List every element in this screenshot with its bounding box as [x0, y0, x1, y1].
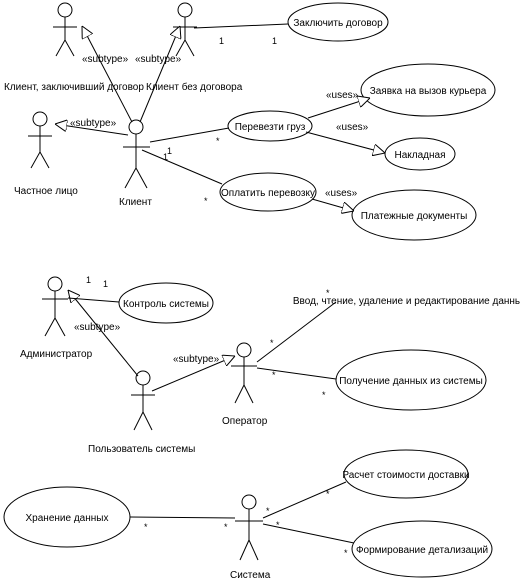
mult-detailing-star: *	[344, 548, 348, 558]
actor-operator-label: Оператор	[222, 416, 268, 427]
stereotype-subtype-4: «subtype»	[74, 322, 121, 333]
actor-client-with-contract	[53, 2, 77, 57]
svg-text:Платежные документы: Платежные документы	[361, 211, 468, 222]
actor-client-label: Клиент	[119, 197, 152, 208]
actor-client	[123, 119, 150, 189]
assoc-client-pay	[141, 149, 223, 185]
generalization-system-user-to-administrator	[68, 290, 139, 377]
assoc-client-without-contract-sign	[193, 23, 289, 29]
actor-private-person	[28, 111, 52, 169]
generalization-client-to-private-person	[55, 124, 129, 136]
mult-get-star-op: *	[272, 370, 276, 380]
actor-administrator-label: Администратор	[20, 349, 93, 360]
assoc-administrator-control	[67, 297, 120, 303]
generalization-operator-to-system-user	[151, 356, 235, 392]
stereotype-subtype-2: «subtype»	[135, 54, 182, 65]
svg-text:Хранение данных: Хранение данных	[26, 513, 109, 524]
stereotype-uses-3: «uses»	[325, 188, 358, 199]
assoc-system-storage	[129, 516, 236, 519]
mult-transport-star: *	[216, 136, 220, 146]
mult-crud-star-op: *	[270, 338, 274, 348]
actor-system-user-label: Пользователь системы	[88, 444, 195, 455]
use-case-payment-docs: Платежные документы	[351, 189, 477, 241]
mult-sys-star-1: *	[266, 506, 270, 516]
mult-client-a: 1	[163, 152, 168, 162]
stereotype-subtype-5: «subtype»	[173, 354, 220, 365]
assoc-system-detailing	[262, 523, 355, 544]
stereotype-uses-1: «uses»	[326, 90, 359, 101]
assoc-system-delivery-cost	[262, 481, 347, 519]
use-case-transport-cargo: Перевезти груз	[227, 110, 313, 142]
uses-transport-to-courier	[307, 98, 370, 119]
svg-text:Ввод, чтение, удаление и редак: Ввод, чтение, удаление и редактирование …	[293, 296, 520, 307]
svg-text:Накладная: Накладная	[394, 150, 445, 161]
use-case-pay-transport: Оплатить перевозку	[219, 172, 317, 212]
use-case-sign-contract: Заключить договор	[287, 2, 389, 42]
use-case-system-control: Контроль системы	[118, 282, 214, 324]
generalization-client-to-client-without-contract	[139, 26, 180, 123]
svg-text:Расчет стоимости доставки: Расчет стоимости доставки	[342, 470, 469, 481]
actor-system	[235, 494, 263, 561]
stereotype-subtype-1: «subtype»	[82, 54, 129, 65]
stereotype-uses-2: «uses»	[336, 122, 369, 133]
uses-transport-to-waybill	[305, 131, 385, 153]
svg-text:Оплатить перевозку: Оплатить перевозку	[221, 188, 315, 199]
svg-text:Заявка на вызов курьера: Заявка на вызов курьера	[370, 86, 487, 97]
assoc-operator-get-data	[256, 367, 337, 380]
actor-client-with-contract-label: Клиент, заключивший договор	[4, 82, 144, 93]
actor-client-without-contract	[173, 2, 197, 57]
use-case-waybill: Накладная	[384, 137, 456, 171]
svg-text:Заключить договор: Заключить договор	[293, 18, 383, 29]
use-case-detailing: Формирование детализаций	[351, 520, 493, 578]
svg-text:Получение данных из системы: Получение данных из системы	[339, 376, 483, 387]
actor-system-user	[131, 370, 155, 431]
mult-admin-a: 1	[86, 275, 91, 285]
mult-storage-star-2: *	[224, 522, 228, 532]
generalization-client-to-client-with-contract	[82, 26, 133, 123]
mult-client-b: 1	[167, 146, 172, 156]
svg-text:Перевезти груз: Перевезти груз	[235, 122, 306, 133]
mult-delivery-star: *	[326, 489, 330, 499]
mult-pay-star: *	[204, 196, 208, 206]
actor-system-label: Система	[230, 570, 271, 581]
assoc-operator-crud	[256, 301, 337, 363]
svg-text:Контроль системы: Контроль системы	[123, 299, 209, 310]
actor-client-without-contract-label: Клиент без договора	[146, 81, 243, 93]
use-case-get-data: Получение данных из системы	[335, 349, 487, 411]
uses-pay-to-payment-docs	[311, 198, 354, 211]
assoc-client-transport	[149, 127, 230, 143]
use-case-data-crud: Ввод, чтение, удаление и редактирование …	[293, 296, 520, 307]
mult-sys-star-2: *	[276, 520, 280, 530]
use-case-courier-request: Заявка на вызов курьера	[360, 63, 496, 117]
svg-text:Формирование детализаций: Формирование детализаций	[356, 545, 488, 556]
mult-sign-contract-a: 1	[219, 36, 224, 46]
mult-crud-star-top: *	[326, 288, 330, 298]
mult-admin-b: 1	[103, 279, 108, 289]
mult-sign-contract-b: 1	[272, 36, 277, 46]
actor-private-person-label: Частное лицо	[14, 186, 78, 197]
use-case-data-storage: Хранение данных	[3, 486, 131, 548]
actor-operator	[231, 342, 257, 404]
actor-administrator	[42, 276, 68, 337]
stereotype-subtype-3: «subtype»	[70, 118, 117, 129]
use-case-delivery-cost: Расчет стоимости доставки	[342, 449, 470, 499]
mult-get-star-uc: *	[322, 390, 326, 400]
mult-storage-star-1: *	[144, 522, 148, 532]
